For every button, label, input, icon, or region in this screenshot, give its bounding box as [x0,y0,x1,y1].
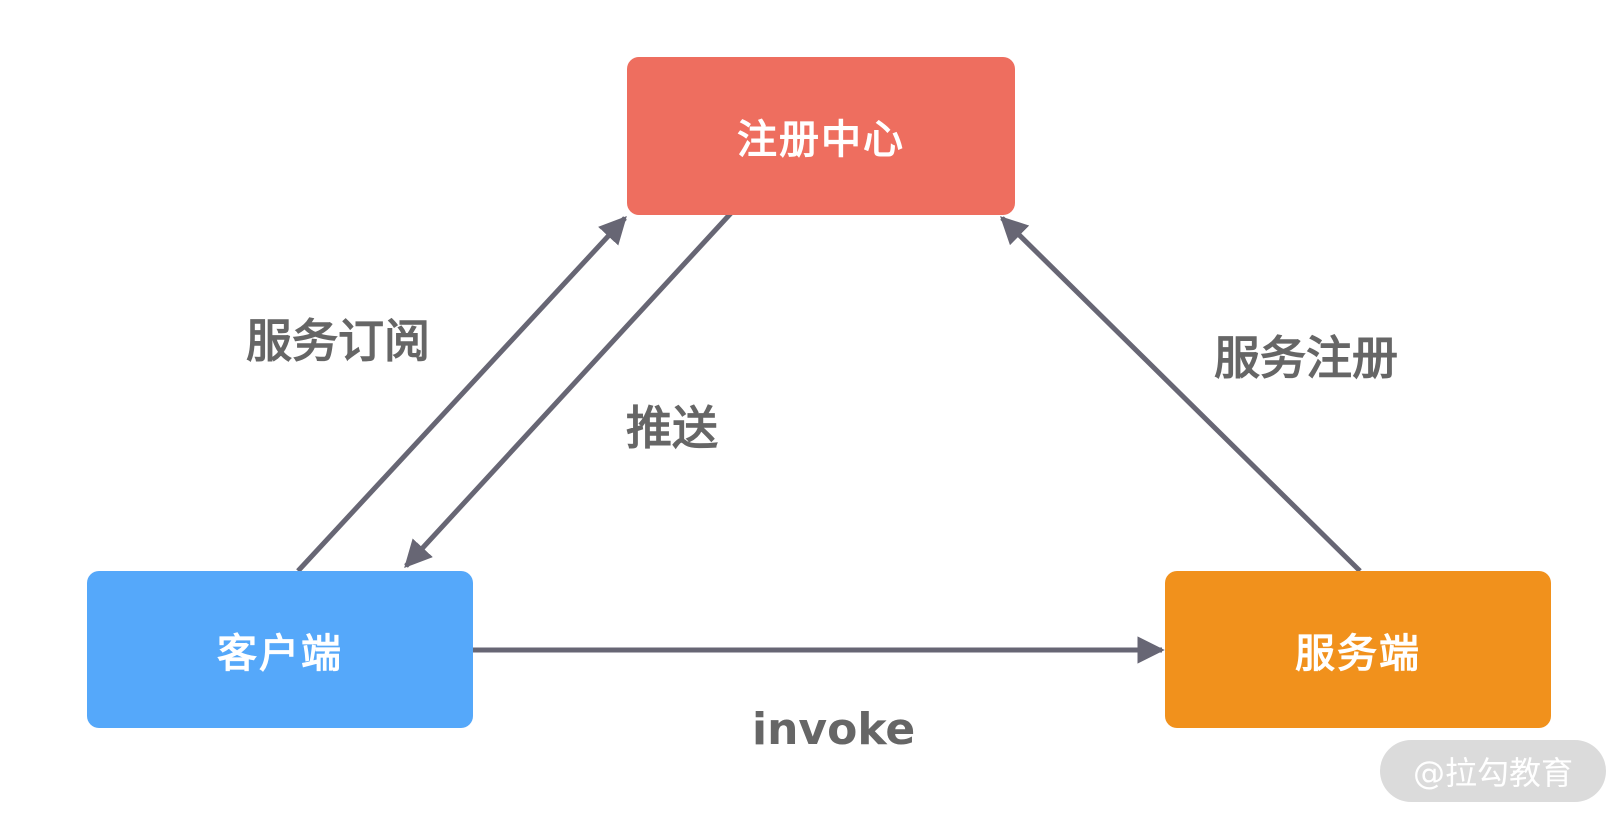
server-node: 服务端 [1165,571,1551,728]
edge-label-invoke: invoke [752,704,916,755]
edge-label-push: 推送 [626,401,718,455]
arrow-register [1000,216,1362,573]
edge-label-subscribe: 服务订阅 [246,314,430,368]
arrow-subscribe [296,215,627,573]
arrow-push [404,210,734,569]
registry-center-node: 注册中心 [627,57,1015,215]
edge-label-register: 服务注册 [1214,331,1398,385]
client-node: 客户端 [87,571,473,728]
watermark-badge: @拉勾教育 [1380,740,1606,802]
